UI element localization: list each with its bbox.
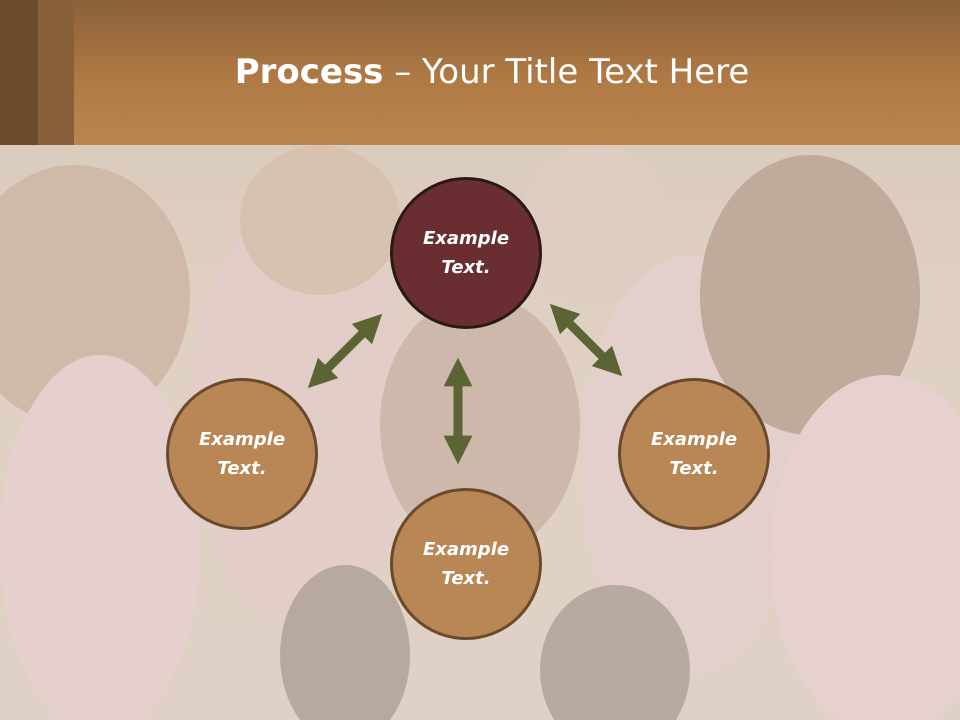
step-text: Example Text. [198,429,286,479]
title-bar: Process – Your Title Text Here [0,0,960,145]
arrow-top-left [307,313,383,389]
title-text: – Your Title Text Here [383,52,750,92]
slide-title[interactable]: Process – Your Title Text Here [0,52,960,92]
step-text: Example Text. [422,539,510,589]
step-text: Example Text. [422,228,510,278]
arrow-top-right [549,303,623,377]
accent-stripe [38,0,74,145]
process-step-top[interactable]: Example Text. [390,177,542,329]
accent-stripe [0,0,38,145]
step-text: Example Text. [650,429,738,479]
process-step-bottom[interactable]: Example Text. [390,488,542,640]
title-bold: Process [234,52,384,92]
process-step-left[interactable]: Example Text. [166,378,318,530]
process-step-right[interactable]: Example Text. [618,378,770,530]
